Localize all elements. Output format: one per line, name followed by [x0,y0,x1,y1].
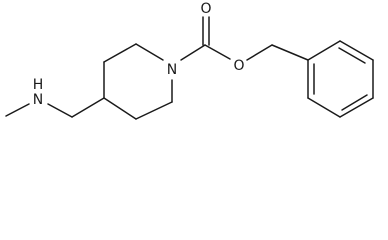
bond-phenyl-6-1 [307,40,341,61]
atom-labels: N O O H N [33,1,245,108]
bond-phenyl-2-3 [307,97,341,118]
atom-carbonyl-oxygen: O [200,1,211,17]
bond-phenyl-3-4 [339,97,374,118]
bond-ring-c5-c4 [103,97,137,120]
bond-phenyl-inner-c [338,47,366,64]
atom-amine-nitrogen: N [33,92,43,108]
chemical-structure: N O O H N [5,1,374,120]
bonds [5,16,374,120]
bond-carbonyl-c-ester-o [204,44,231,60]
bond-ring-c6-c5 [135,101,173,120]
bond-phenyl-5-6 [339,40,374,61]
bond-ch2-ring [71,97,105,118]
bond-amine-ch2 [47,103,73,118]
bond-ring-c2-n1 [135,43,164,61]
bond-n1-carbonyl-c [180,44,206,61]
bond-phenyl-inner-b [341,94,368,111]
bond-ring-c3-c2 [103,43,137,63]
atom-ring-nitrogen: N [167,62,177,78]
atom-amine-hydrogen: H [33,77,44,93]
bond-ester-o-ch2 [246,44,273,61]
bond-methyl-amine [5,103,30,117]
bond-ch2-phenyl [271,44,309,61]
atom-ester-oxygen: O [233,58,244,74]
